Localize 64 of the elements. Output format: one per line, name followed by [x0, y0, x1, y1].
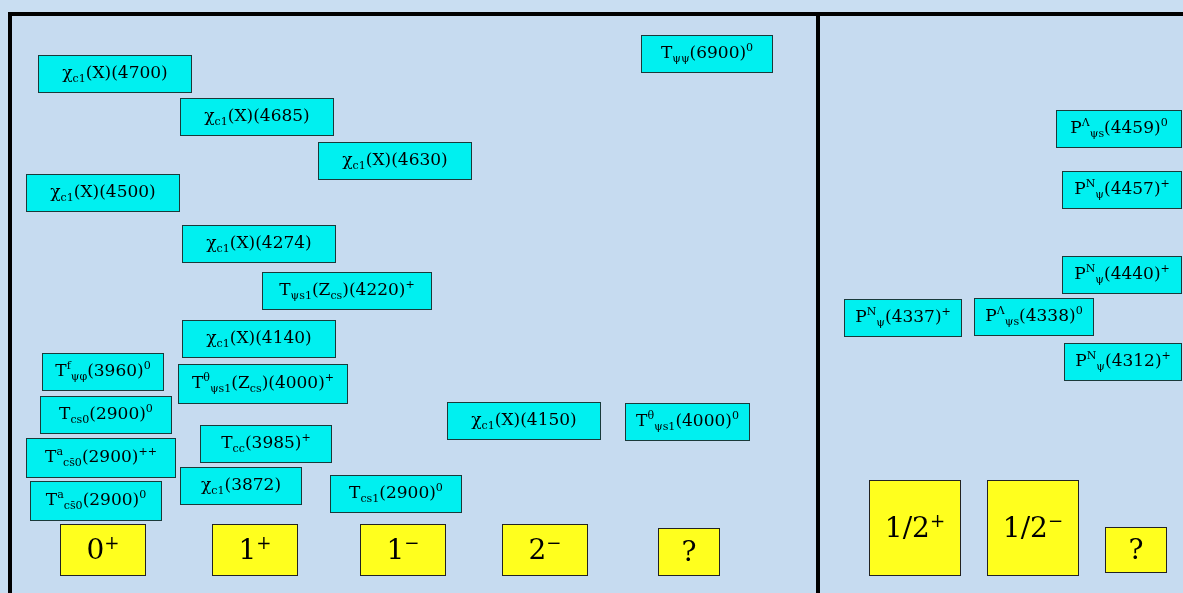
quantum-number-box — [360, 524, 446, 576]
particle-state-box — [318, 142, 472, 180]
quantum-number-box — [1105, 527, 1167, 573]
spin-parity-label: ? — [1128, 534, 1144, 566]
particle-state-box — [40, 396, 172, 434]
quantum-number-box — [60, 524, 146, 576]
particle-name: P$^{Λ}$$_{ψs}$(4459)$^{0}$ — [1070, 117, 1168, 141]
particle-name: P$^{Λ}$$_{ψs}$(4338)$^{0}$ — [985, 305, 1083, 329]
particle-state-box — [625, 403, 750, 441]
spin-parity-label: 1/2$^{+}$ — [884, 511, 946, 545]
spin-parity-label: 2$^{−}$ — [528, 533, 562, 567]
quantum-number-box — [869, 480, 961, 576]
particle-state-box — [178, 364, 348, 404]
particle-state-box — [1056, 110, 1182, 148]
particle-name: T$_{ψs1}$(Z$_{cs}$)(4220)$^{+}$ — [279, 279, 415, 303]
spin-parity-label: 0$^{+}$ — [86, 533, 120, 567]
particle-name: P$^{N}$$_{ψ}$(4312)$^{+}$ — [1075, 350, 1171, 374]
particle-name: T$^{a}$$_{cs̄0}$(2900)$^{0}$ — [45, 489, 147, 513]
particle-name: T$_{ψψ}$(6900)$^{0}$ — [660, 42, 754, 66]
particle-state-box — [1062, 256, 1182, 294]
particle-name: T$_{cs0}$(2900)$^{0}$ — [59, 403, 153, 427]
particle-state-box — [330, 475, 462, 513]
particle-name: T$^{θ}$$_{ψs1}$(4000)$^{0}$ — [636, 410, 739, 434]
particle-name: T$_{cc}$(3985)$^{+}$ — [221, 432, 311, 456]
particle-state-box — [844, 299, 962, 337]
particle-state-box — [447, 402, 601, 440]
particle-state-box — [182, 225, 336, 263]
particle-state-box — [1064, 343, 1182, 381]
particle-state-box — [974, 298, 1094, 336]
particle-name: P$^{N}$$_{ψ}$(4440)$^{+}$ — [1074, 263, 1170, 287]
particle-state-box — [182, 320, 336, 358]
spin-parity-label: ? — [681, 536, 697, 568]
particle-name: T$^{a}$$_{cs̄0}$(2900)$^{++}$ — [45, 446, 157, 470]
particle-name: P$^{N}$$_{ψ}$(4337)$^{+}$ — [855, 306, 951, 330]
particle-state-box — [641, 35, 773, 73]
particle-name: P$^{N}$$_{ψ}$(4457)$^{+}$ — [1074, 178, 1170, 202]
particle-name: χ$_{c1}$(X)(4500) — [50, 181, 156, 205]
particle-name: χ$_{c1}$(X)(4150) — [471, 409, 577, 433]
particle-name: χ$_{c1}$(X)(4685) — [204, 105, 310, 129]
particle-name: χ$_{c1}$(X)(4274) — [206, 232, 312, 256]
particle-name: T$^{f}$$_{ψφ}$(3960)$^{0}$ — [55, 360, 151, 384]
particle-name: T$^{θ}$$_{ψs1}$(Z$_{cs}$)(4000)$^{+}$ — [191, 372, 335, 396]
particle-name: χ$_{c1}$(3872) — [200, 474, 282, 498]
particle-name: χ$_{c1}$(X)(4140) — [206, 327, 312, 351]
particle-name: T$_{cs1}$(2900)$^{0}$ — [349, 482, 443, 506]
particle-state-box — [42, 353, 164, 391]
particle-state-box — [30, 481, 162, 521]
particle-state-box — [180, 467, 302, 505]
quantum-number-box — [658, 528, 720, 576]
particle-name: χ$_{c1}$(X)(4700) — [62, 62, 168, 86]
particle-state-box — [262, 272, 432, 310]
particle-state-box — [26, 438, 176, 478]
particle-state-box — [180, 98, 334, 136]
spin-parity-label: 1$^{−}$ — [386, 533, 420, 567]
quantum-number-box — [987, 480, 1079, 576]
spin-parity-label: 1$^{+}$ — [238, 533, 272, 567]
particle-name: χ$_{c1}$(X)(4630) — [342, 149, 448, 173]
particle-state-box — [1062, 171, 1182, 209]
particle-state-box — [26, 174, 180, 212]
particle-state-box — [38, 55, 192, 93]
particle-state-box — [200, 425, 332, 463]
quantum-number-box — [212, 524, 298, 576]
spin-parity-label: 1/2$^{−}$ — [1002, 511, 1064, 545]
quantum-number-box — [502, 524, 588, 576]
